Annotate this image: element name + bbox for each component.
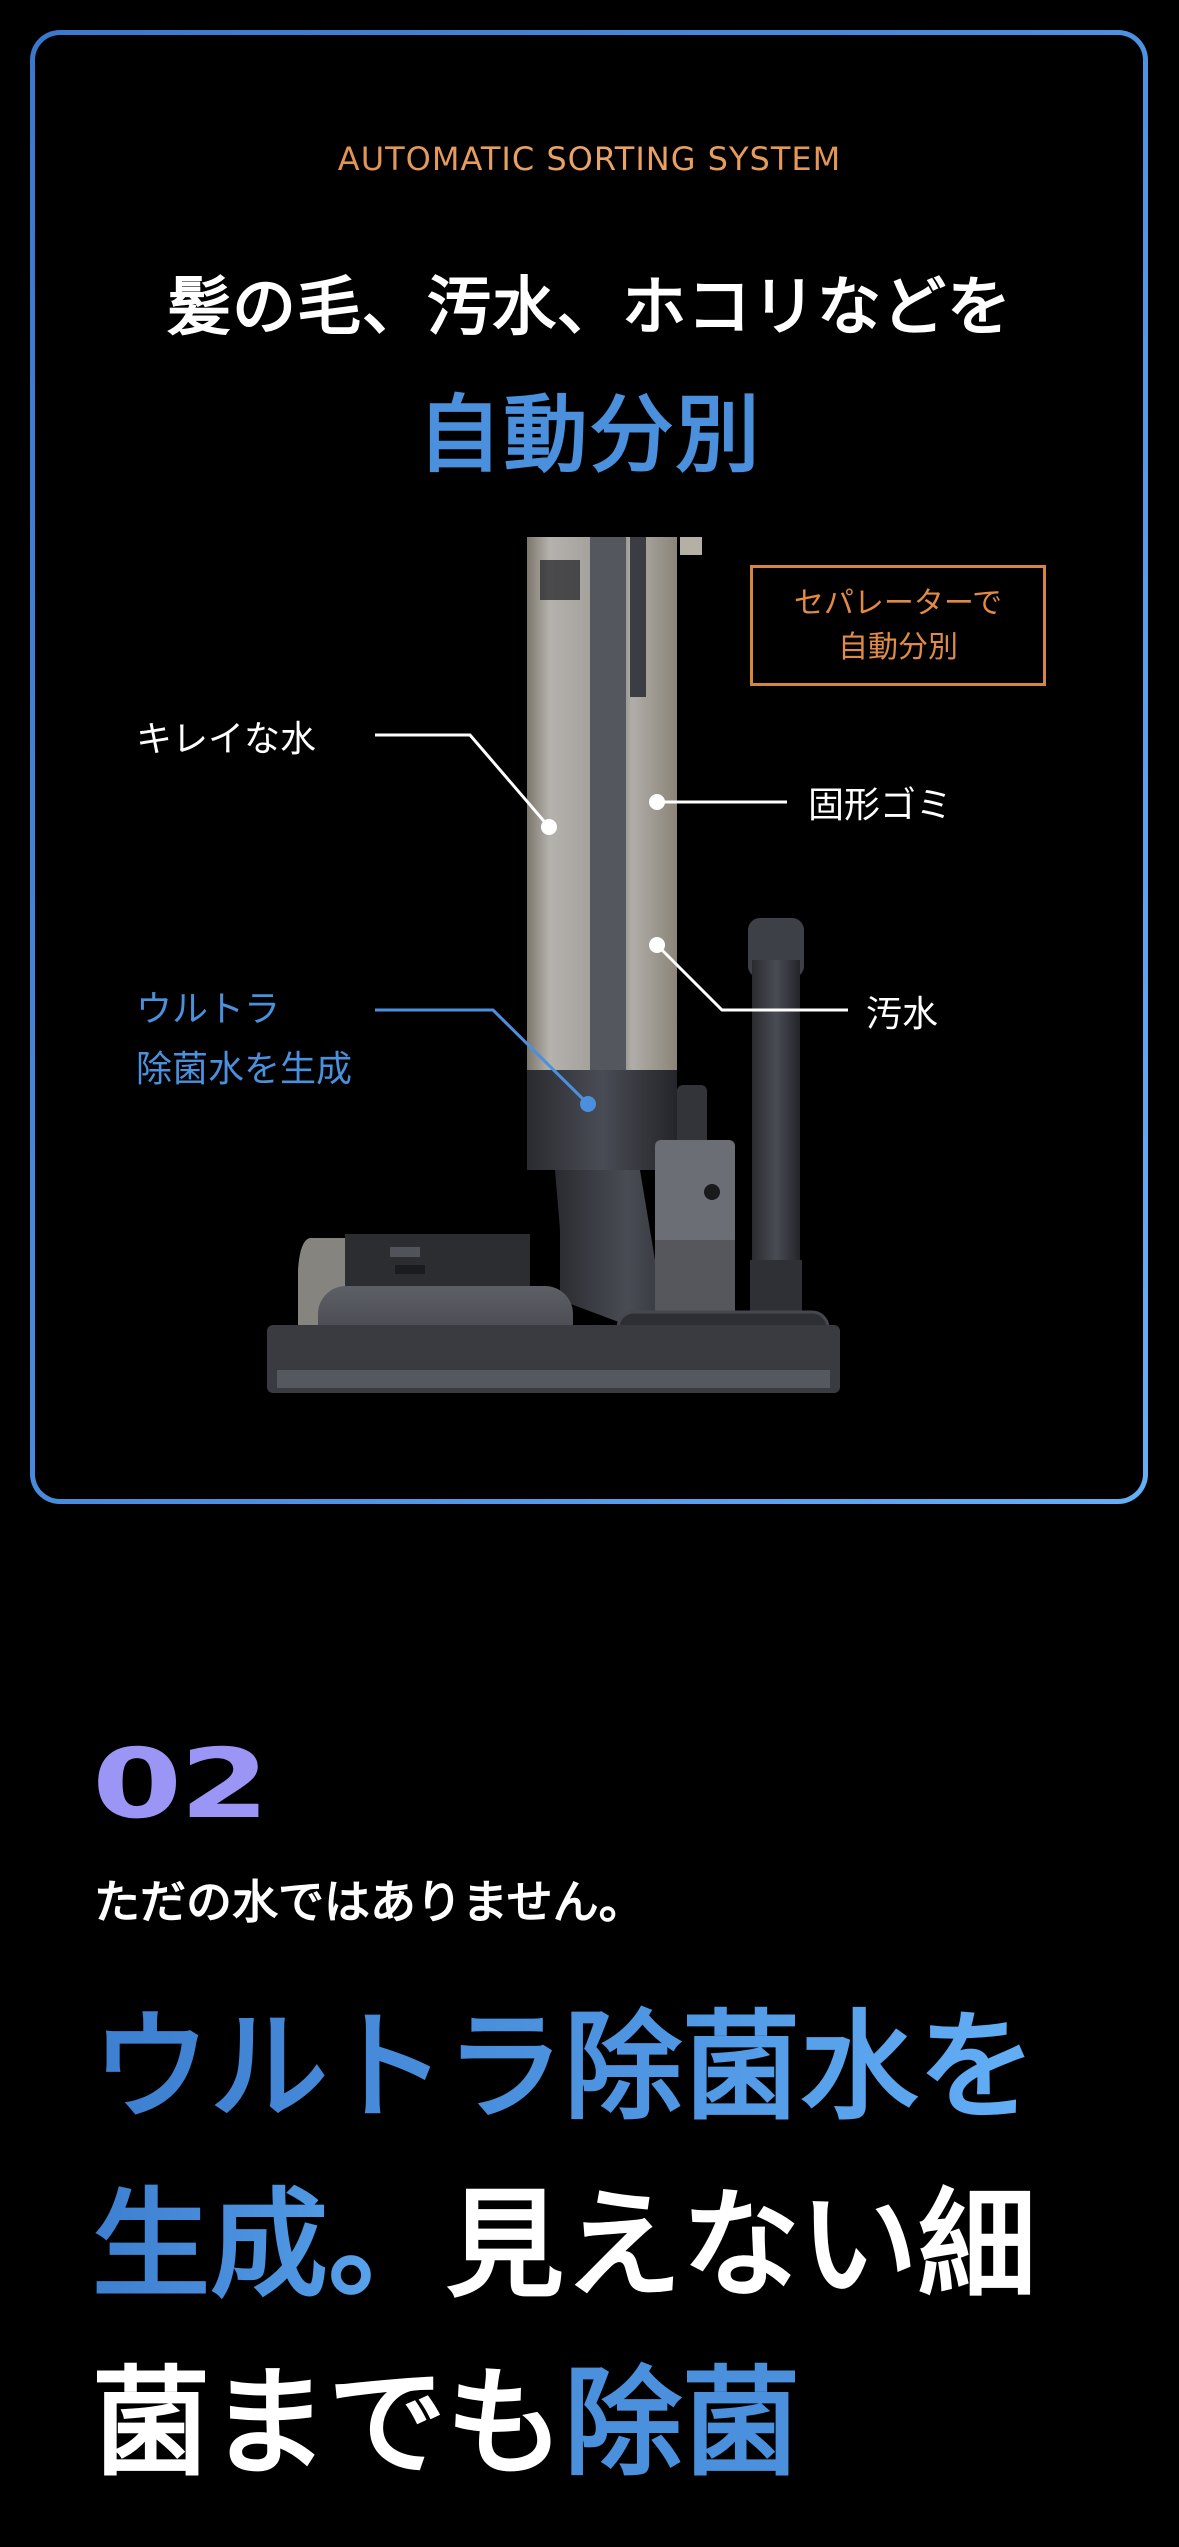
- headline-line3-white: 菌までも: [92, 2354, 565, 2492]
- product-image: [267, 537, 840, 1393]
- headline-line3: 菌までも除菌: [92, 2334, 1132, 2512]
- callout-dirty-water: 汚水: [866, 994, 939, 1035]
- feature-title-line2: 自動分別: [417, 386, 762, 484]
- callout-ultra-water-line1: ウルトラ: [136, 989, 281, 1030]
- headline-line1-blue: ウルトラ除菌水を: [92, 1998, 1037, 2136]
- callout-clean-water: キレイな水: [136, 719, 317, 760]
- section-headline: ウルトラ除菌水を 生成。見えない細 菌までも除菌: [92, 1978, 1132, 2512]
- headline-line2-white: 見えない細: [446, 2176, 1037, 2314]
- eyebrow-label: AUTOMATIC SORTING SYSTEM: [0, 140, 1179, 178]
- headline-line2-blue: 生成。: [92, 2176, 447, 2314]
- section-number: 02: [92, 1728, 270, 1840]
- callout-ultra-water: ウルトラ 除菌水を生成: [136, 980, 352, 1100]
- callout-solid-waste: 固形ゴミ: [808, 785, 953, 826]
- section-subtitle: ただの水ではありません。: [94, 1875, 645, 1929]
- headline-line1: ウルトラ除菌水を: [92, 1978, 1132, 2156]
- separator-callout-box: セパレーターで 自動分別: [750, 565, 1046, 686]
- headline-line2: 生成。見えない細: [92, 2156, 1132, 2334]
- separator-callout-line1: セパレーターで: [793, 585, 1003, 621]
- separator-callout-line2: 自動分別: [838, 629, 958, 665]
- callout-ultra-water-line2: 除菌水を生成: [136, 1049, 353, 1090]
- feature-title-line1: 髪の毛、汚水、ホコリなどを: [167, 271, 1012, 345]
- headline-line3-blue: 除菌: [564, 2354, 801, 2492]
